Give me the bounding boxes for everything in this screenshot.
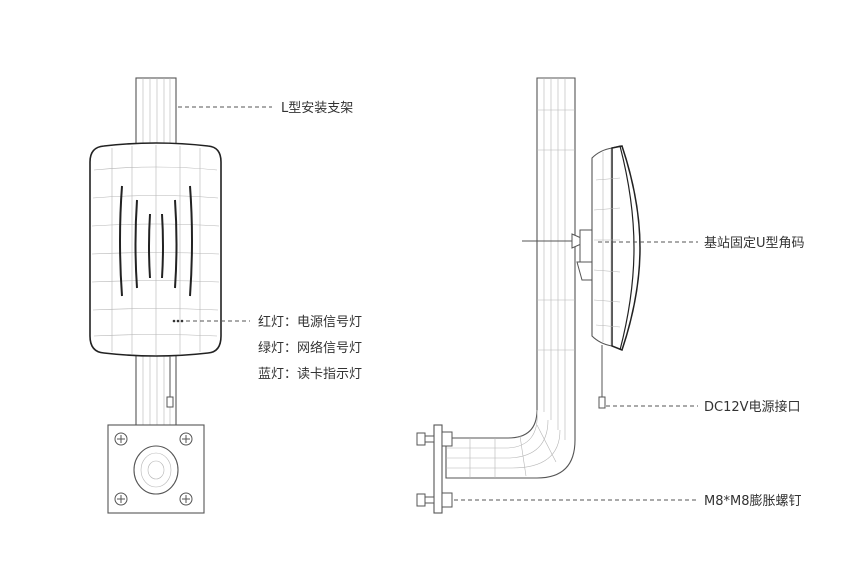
front-wall-plate bbox=[107, 424, 205, 514]
bolt-label: M8*M8膨胀螺钉 bbox=[704, 494, 801, 509]
plate-screw-icon bbox=[179, 492, 193, 506]
side-pole bbox=[445, 77, 576, 479]
plate-screw-icon bbox=[114, 492, 128, 506]
callout-labels: L型安装支架 红灯：电源信号灯 绿灯：网络信号灯 蓝灯：读卡指示灯 基站固定U型… bbox=[258, 101, 805, 509]
u-bracket-label: 基站固定U型角码 bbox=[704, 236, 805, 251]
red-light-label: 红灯：电源信号灯 bbox=[258, 314, 362, 330]
front-view bbox=[89, 77, 222, 514]
indicator-lights bbox=[172, 319, 184, 323]
side-power-cable bbox=[598, 345, 606, 409]
side-wall-plate bbox=[416, 424, 453, 514]
green-light-label: 绿灯：网络信号灯 bbox=[258, 340, 362, 356]
side-device-body bbox=[591, 145, 641, 351]
callout-leaders bbox=[178, 106, 698, 501]
front-device-body bbox=[89, 142, 222, 357]
blue-light-label: 蓝灯：读卡指示灯 bbox=[258, 367, 362, 382]
power-port-label: DC12V电源接口 bbox=[704, 399, 801, 415]
plate-screw-icon bbox=[179, 432, 193, 446]
bolt-icon bbox=[416, 431, 453, 447]
side-view bbox=[416, 77, 641, 514]
bracket-label: L型安装支架 bbox=[281, 101, 353, 116]
front-power-cable bbox=[166, 356, 174, 408]
bolt-icon bbox=[416, 492, 453, 508]
plate-screw-icon bbox=[114, 432, 128, 446]
u-bracket bbox=[522, 229, 598, 281]
front-grille bbox=[119, 185, 193, 297]
